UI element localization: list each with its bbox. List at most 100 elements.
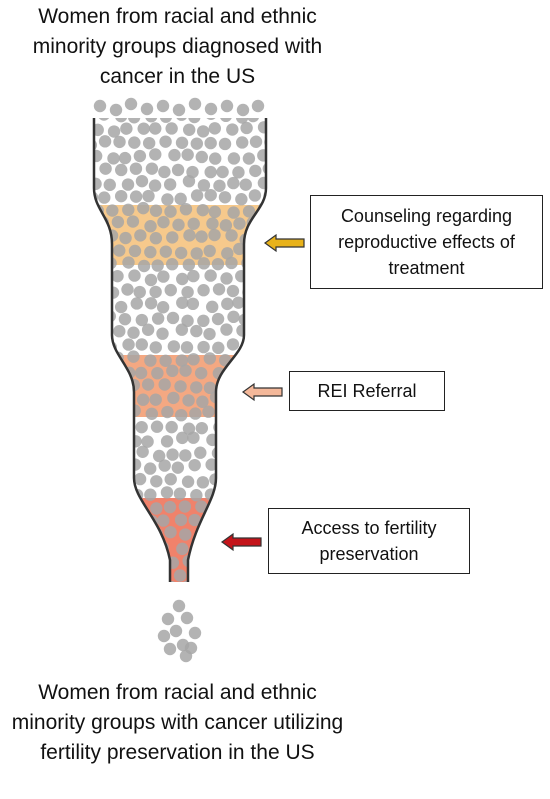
particle: [179, 649, 193, 663]
particle: [210, 498, 223, 512]
particle: [153, 582, 165, 594]
particle: [203, 327, 216, 341]
particle: [235, 461, 249, 475]
particle: [220, 566, 233, 579]
particle: [182, 123, 196, 136]
particle: [232, 166, 245, 179]
particle: [135, 420, 148, 434]
particle: [175, 408, 188, 422]
particle: [136, 393, 150, 406]
particle: [126, 215, 140, 228]
particle: [188, 513, 201, 527]
particle: [227, 206, 240, 219]
particle: [118, 151, 132, 165]
particle: [251, 99, 265, 113]
particle: [94, 555, 102, 568]
particle: [256, 445, 266, 458]
particle: [136, 445, 149, 458]
particle: [116, 569, 129, 582]
particle: [158, 378, 171, 391]
particle: [254, 364, 266, 377]
particle: [227, 176, 240, 190]
particle: [172, 218, 185, 232]
particle: [97, 273, 111, 287]
particle: [233, 242, 246, 256]
particle: [98, 191, 111, 204]
particle: [227, 310, 240, 324]
arrow-access-icon: [220, 532, 262, 552]
particle: [120, 584, 132, 596]
particle: [104, 256, 117, 270]
particle: [226, 123, 239, 136]
particle: [113, 325, 126, 338]
particle: [151, 259, 164, 272]
particle: [88, 582, 100, 594]
particle: [99, 162, 112, 175]
particle: [203, 513, 216, 526]
particle: [238, 555, 251, 569]
particle: [100, 570, 114, 582]
particle: [251, 567, 264, 580]
particle: [140, 102, 154, 116]
particle: [164, 283, 177, 297]
particle: [220, 323, 233, 336]
particle: [104, 419, 118, 432]
particle: [115, 542, 128, 555]
particle: [166, 231, 179, 244]
particle: [227, 579, 241, 582]
particle: [128, 244, 142, 258]
particle: [149, 393, 162, 406]
particle: [268, 149, 280, 161]
particle: [225, 449, 239, 463]
particle: [160, 435, 174, 448]
particle: [129, 569, 142, 582]
particle: [112, 515, 126, 529]
particle: [129, 543, 143, 556]
particle: [133, 584, 145, 596]
particle: [137, 122, 150, 135]
particle: [176, 272, 189, 286]
particle: [236, 103, 250, 117]
particle: [145, 541, 158, 555]
particle: [156, 99, 170, 113]
particle: [265, 118, 266, 124]
particle: [158, 459, 171, 472]
particle: [272, 205, 284, 217]
particle: [122, 503, 136, 516]
particle: [242, 502, 255, 516]
particle: [127, 118, 141, 124]
particle: [94, 419, 104, 433]
particle: [198, 526, 211, 539]
particle: [168, 148, 181, 162]
particle: [156, 301, 170, 314]
particle: [257, 149, 266, 162]
particle: [127, 326, 140, 339]
particle: [216, 165, 229, 179]
particle: [145, 118, 158, 123]
particle: [165, 258, 179, 271]
particle: [104, 446, 118, 460]
particle: [94, 502, 106, 515]
particle: [208, 122, 221, 135]
callout-counseling: Counseling regarding reproductive effect…: [310, 195, 543, 289]
particle: [253, 501, 266, 514]
particle: [270, 259, 282, 271]
particle: [106, 503, 119, 516]
particle: [210, 528, 224, 542]
particle: [226, 473, 239, 487]
particle: [142, 136, 156, 150]
particle: [231, 407, 244, 420]
particle: [144, 273, 158, 287]
particle: [204, 102, 218, 116]
particle: [273, 583, 285, 595]
particle: [113, 244, 126, 257]
particle: [266, 272, 278, 284]
particle: [94, 571, 98, 582]
particle: [150, 475, 163, 488]
particle: [248, 189, 262, 202]
particle: [197, 554, 211, 568]
particle: [172, 103, 186, 117]
particle: [157, 514, 170, 527]
particle: [211, 257, 225, 271]
